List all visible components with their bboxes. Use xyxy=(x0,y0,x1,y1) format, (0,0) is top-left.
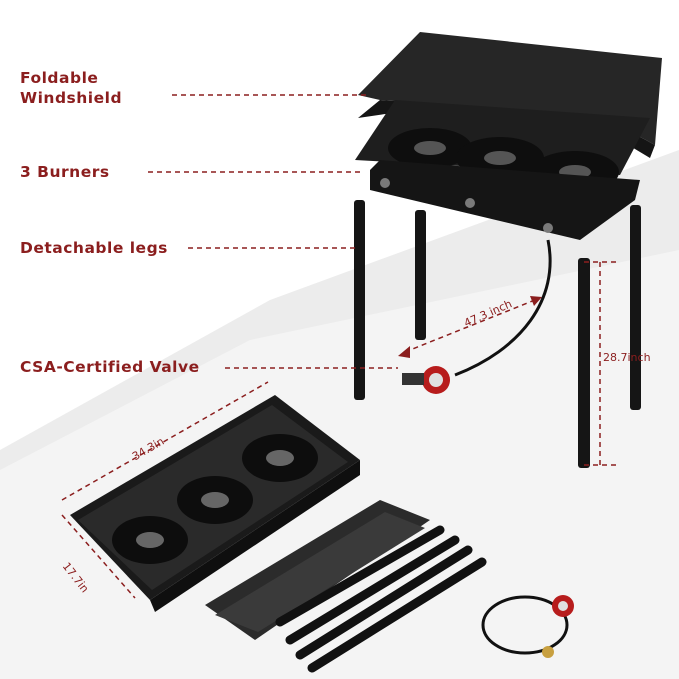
leg-icon xyxy=(285,535,460,645)
windshield-icon xyxy=(358,32,662,145)
legs-label: Detachable legs xyxy=(20,239,168,257)
leg-icon xyxy=(307,557,487,673)
disassembled-stove xyxy=(70,395,574,673)
callout-lines xyxy=(61,94,616,599)
leg-icon xyxy=(275,525,445,627)
hose-icon xyxy=(454,239,552,377)
burners-label: 3 Burners xyxy=(20,163,110,181)
height-label: 28.7inch xyxy=(603,351,651,364)
windshield-label-line2: Windshield xyxy=(20,89,123,107)
knob-icon xyxy=(465,198,475,208)
leg-icon xyxy=(354,200,365,400)
assembled-stove xyxy=(354,32,662,468)
knob-icon xyxy=(380,178,390,188)
valve-label: CSA-Certified Valve xyxy=(20,358,200,376)
leg-icon xyxy=(415,210,426,340)
hose-icon xyxy=(481,595,569,655)
leg-icon xyxy=(295,545,473,660)
leg-icon xyxy=(578,258,590,468)
knob-icon xyxy=(543,223,553,233)
windshield-label-line1: Foldable xyxy=(20,69,99,87)
leg-icon xyxy=(630,205,641,410)
